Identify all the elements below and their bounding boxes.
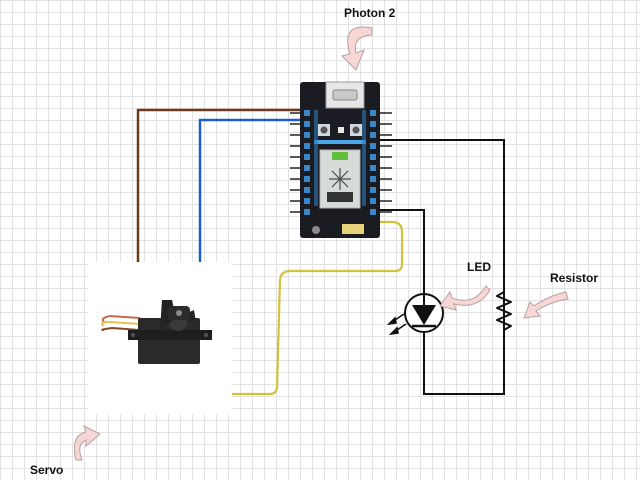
led-signal-wire: [380, 209, 425, 296]
servo-motor-icon: [88, 262, 232, 414]
yellow-wire: [232, 220, 404, 396]
led-callout-arrow-icon: [439, 285, 491, 311]
blue-wire: [198, 118, 300, 262]
servo-label: Servo: [30, 463, 64, 477]
led-label: LED: [467, 260, 491, 274]
photon-callout-arrow-icon: [341, 26, 373, 71]
servo-callout-arrow-icon: [73, 425, 101, 461]
brown-wire: [136, 108, 300, 262]
photon2-board-icon: [290, 81, 392, 238]
photon-label: Photon 2: [344, 6, 396, 20]
led-symbol-icon: [386, 293, 444, 336]
ground-wire: [380, 139, 505, 395]
resistor-symbol-icon: [496, 291, 512, 331]
resistor-callout-arrow-icon: [523, 291, 569, 319]
resistor-label: Resistor: [550, 271, 599, 285]
